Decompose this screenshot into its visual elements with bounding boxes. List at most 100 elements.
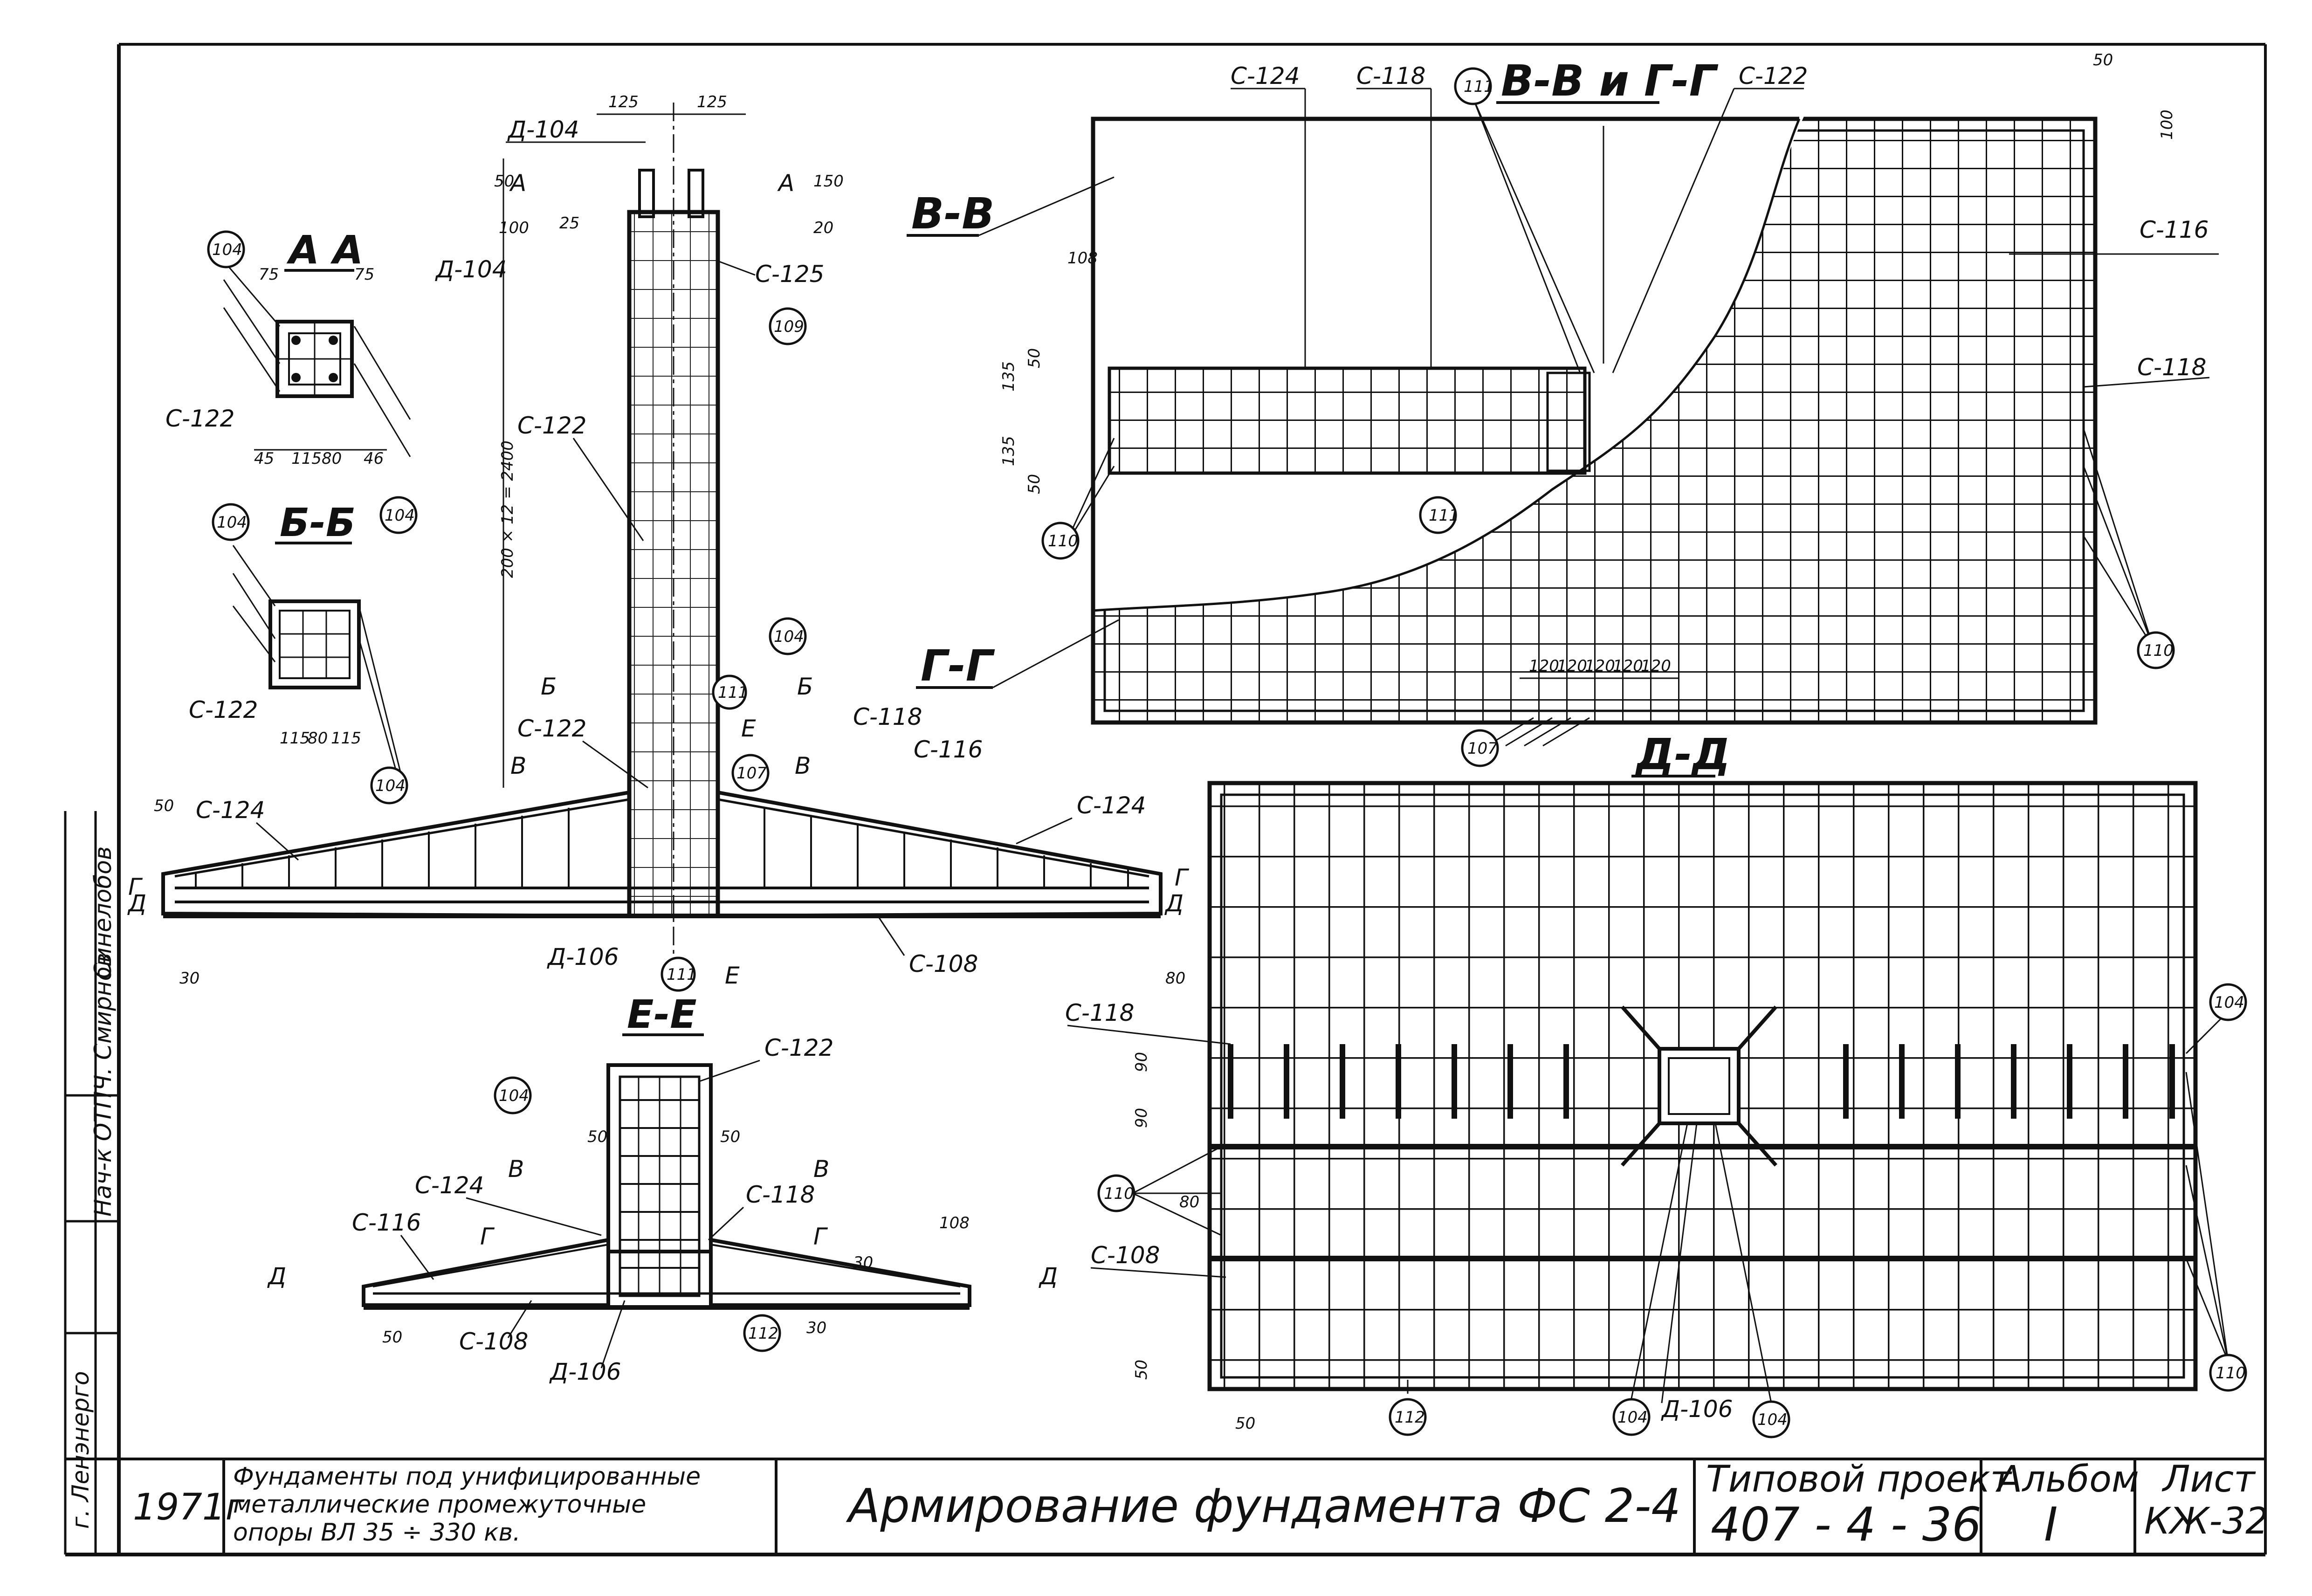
mark-d-right: Д: [1164, 890, 1184, 917]
mark-b-right: Б: [797, 673, 813, 700]
pos-110-dd-1: 110: [1104, 1184, 1134, 1203]
pos-104-dd-1: 104: [2214, 993, 2244, 1012]
drawing-title: Армирование фундамента ФС 2-4: [846, 1479, 1681, 1533]
sheet-frame: [65, 43, 2267, 1556]
stamp-role-1: Нач-к ОТП: [89, 1091, 117, 1217]
label-s122-col: С-122: [517, 412, 586, 439]
label-s118-ee: С-118: [746, 1181, 815, 1208]
side-stamp: [64, 811, 119, 1555]
pos-111-base: 111: [667, 965, 697, 984]
section-bb-title: Б-Б: [280, 500, 356, 545]
pos-111-col: 111: [718, 683, 748, 702]
dim-120-2: 120: [1557, 657, 1587, 675]
label-s118-vv: С-118: [1356, 62, 1425, 89]
column-elevation-labels: Д-104 125 125 А А 50 150 20 25 100 С-125…: [127, 93, 1190, 989]
pos-104-aa-2: 104: [385, 506, 415, 525]
label-s122-vv: С-122: [1739, 62, 1808, 89]
mark-v-ee-left: В: [508, 1156, 524, 1183]
dim-46-aa: 46: [364, 449, 384, 468]
pos-112-ee: 112: [748, 1324, 778, 1343]
dim-100-vv: 100: [2158, 110, 2176, 140]
dim-50-ee-r: 50: [720, 1128, 740, 1146]
stamp-name: Синелобов: [89, 846, 117, 979]
label-s124-ee: С-124: [415, 1172, 484, 1199]
sheet-label: Лист: [2161, 1458, 2256, 1500]
title-desc-3: опоры ВЛ 35 ÷ 330 кв.: [233, 1519, 521, 1547]
mark-d-ee-right: Д: [1039, 1263, 1058, 1290]
mark-v-left: В: [510, 752, 526, 779]
dim-50-vv-1: 50: [1025, 348, 1044, 368]
dim-150: 150: [813, 172, 844, 191]
mark-v-right: В: [795, 752, 811, 779]
project-number: 407 - 4 - 36: [1711, 1497, 1982, 1552]
dim-80-aa: 80: [322, 449, 342, 468]
dim-30-ee: 30: [853, 1253, 873, 1272]
bubbles-vv: [1041, 67, 2175, 767]
dim-90-dd-1: 90: [1132, 1052, 1151, 1072]
label-d106-elev: Д-106: [547, 943, 619, 970]
section-vv-gg: В-В и Г-Г В-В Г-Г С-124 С-118 С-122 С-11…: [907, 51, 2219, 747]
dim-80-bb: 80: [308, 729, 328, 748]
pos-104-aa-1: 104: [212, 241, 242, 259]
pos-109: 109: [774, 317, 804, 336]
dim-135-vv-2: 135: [999, 436, 1018, 466]
label-s122-mid: С-122: [517, 715, 586, 742]
pos-104-dd-2: 104: [1617, 1408, 1648, 1427]
section-dd-title: Д-Д: [1635, 729, 1730, 779]
column-elevation: [161, 103, 1163, 960]
dim-45-aa: 45: [254, 449, 274, 468]
pos-112-dd: 112: [1395, 1408, 1425, 1427]
dim-80-elev: 80: [1165, 969, 1185, 988]
label-s118-dd: С-118: [1065, 999, 1134, 1026]
dim-50-elev: 50: [154, 797, 174, 815]
pos-111-vv-2: 111: [1429, 506, 1459, 525]
pos-104-bb-1: 104: [217, 513, 247, 532]
mark-e-bottom: Е: [725, 962, 740, 989]
section-ee: Е-Е С-122 С-124 С-116 С-118 С-108 Д-106 …: [267, 991, 1058, 1385]
dim-115-bb-2: 115: [331, 729, 361, 748]
pos-110-vv-2: 110: [2143, 641, 2174, 660]
mark-v-ee-right: В: [813, 1156, 829, 1183]
title-block: [222, 1459, 2136, 1555]
label-s125: С-125: [755, 261, 824, 288]
stamp-role-2: Ч. Смирнов: [89, 953, 117, 1091]
dim-80-dd: 80: [1179, 1193, 1199, 1211]
pos-110-dd-2: 110: [2216, 1364, 2246, 1383]
label-s116-elev: С-116: [914, 736, 983, 763]
section-vv-gg-title: В-В и Г-Г: [1501, 56, 1719, 106]
dim-25: 25: [559, 214, 579, 233]
dim-50-ee-b: 50: [382, 1328, 402, 1347]
dim-125-left: 125: [608, 93, 639, 111]
label-s122-aa: С-122: [165, 405, 234, 432]
label-s122-bb: С-122: [189, 696, 258, 723]
label-s124-right: С-124: [1077, 792, 1146, 819]
dim-20: 20: [813, 219, 833, 237]
dim-100: 100: [499, 219, 529, 237]
dim-125-right: 125: [697, 93, 727, 111]
label-s118-elev: С-118: [853, 703, 922, 730]
dim-120-5: 120: [1641, 657, 1671, 675]
section-gg-title: Г-Г: [921, 641, 995, 691]
pos-111-vv: 111: [1464, 77, 1494, 96]
mark-d-left: Д: [127, 890, 146, 917]
label-s108-ee: С-108: [459, 1328, 528, 1355]
label-d106-ee: Д-106: [549, 1358, 621, 1385]
dim-50-vv-2: 50: [1025, 474, 1044, 494]
section-aa: А А С-122 Д-104 75 75 45 115 80 46: [165, 227, 507, 468]
bubbles-bb: [212, 503, 408, 805]
label-s116-ee: С-116: [352, 1209, 421, 1236]
mark-e-top: Е: [741, 715, 756, 742]
dim-30-ee-2: 30: [806, 1319, 826, 1337]
dim-90-dd-2: 90: [1132, 1108, 1151, 1128]
pos-107-col: 107: [736, 764, 767, 783]
label-d106-dd: Д-106: [1661, 1396, 1733, 1423]
label-s116-vv: С-116: [2140, 216, 2209, 243]
dim-135-vv-1: 135: [999, 361, 1018, 392]
mark-b-left: Б: [541, 673, 557, 700]
label-d104-top: Д-104: [507, 116, 579, 143]
title-desc-2: металлические промежуточные: [233, 1491, 646, 1519]
section-ee-title: Е-Е: [627, 991, 697, 1037]
mark-g-ee-right: Г: [813, 1223, 828, 1250]
album-label: Альбом: [1995, 1458, 2139, 1500]
